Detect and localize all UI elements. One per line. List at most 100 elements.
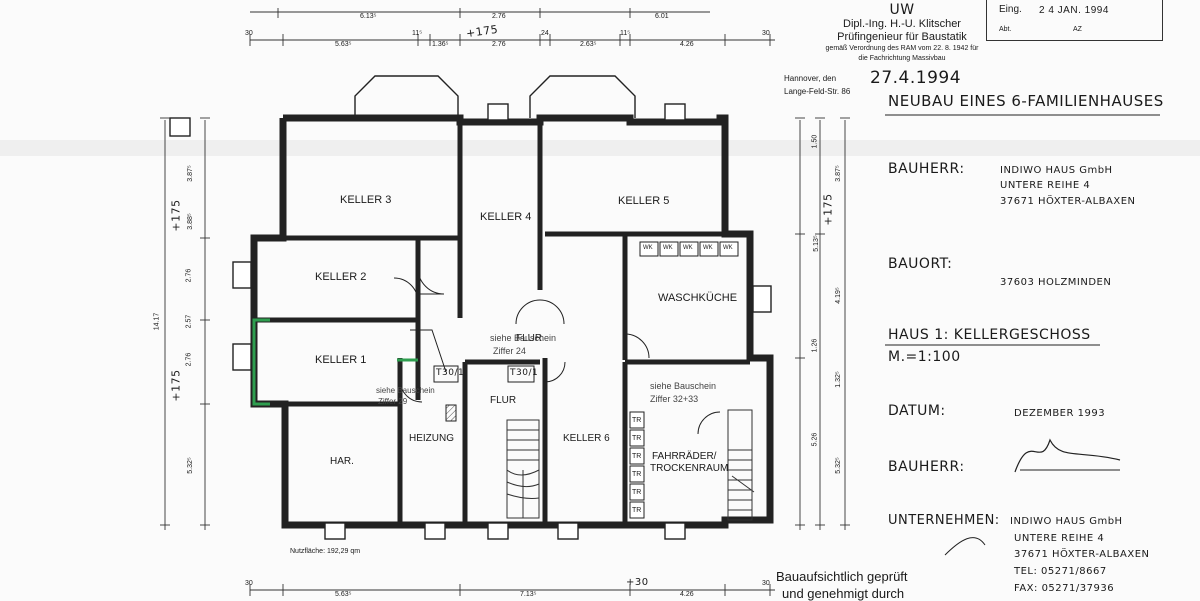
dim-top2: 5.63⁵ — [335, 41, 352, 48]
room-label-keller4: KELLER 4 — [480, 211, 532, 223]
dim-top2: 11⁵ — [620, 30, 631, 37]
wm-label: WK — [643, 245, 653, 251]
dimension-ticks — [160, 8, 850, 596]
bay-windows — [354, 75, 636, 118]
room-label-keller1: KELLER 1 — [315, 354, 367, 366]
dim-top2: 24 — [541, 30, 549, 37]
dim-right: 1.50 — [811, 134, 819, 149]
fire-door-markers — [433, 365, 535, 383]
title-block-lines — [885, 114, 1160, 556]
dim-handwritten-right: +175 — [821, 193, 835, 226]
room-label-trockenraum: TROCKENRAUM — [650, 463, 729, 474]
file-ref-label: AZ — [1073, 26, 1082, 33]
dim-right: 5.32⁵ — [834, 457, 842, 474]
rack-label: TR — [632, 489, 642, 496]
dim-bottom: 4.26 — [680, 591, 694, 598]
client-signature-label: BAUHERR: — [888, 459, 965, 475]
room-label-keller3: KELLER 3 — [340, 194, 392, 206]
received-date: 2 4 JAN. 1994 — [1039, 5, 1109, 16]
engineer-stamp: UW Dipl.-Ing. H.-U. Klitscher Prüfingeni… — [782, 0, 1082, 112]
rack-label: TR — [632, 507, 642, 514]
stamp-signature: UW — [889, 2, 915, 18]
project-title: NEUBAU EINES 6-FAMILIENHAUSES — [888, 92, 1164, 110]
ziffer-note-1: Ziffer 24 — [493, 346, 526, 356]
dim-left: 5.32⁵ — [186, 457, 194, 474]
dim-bottom: 5.63⁵ — [335, 591, 352, 598]
wm-label: WK — [703, 245, 713, 251]
client-line-1: INDIWO HAUS GmbH — [1000, 165, 1113, 176]
date-label: DATUM: — [888, 403, 946, 419]
dim-top2: 30 — [762, 30, 770, 37]
rack-label: TR — [632, 453, 642, 460]
dim-bottom: 7.13⁵ — [520, 591, 537, 598]
staircase — [506, 419, 540, 519]
bauschein-note-2: siehe Bauschein — [376, 386, 435, 395]
room-label-keller2: KELLER 2 — [315, 271, 367, 283]
dim-right: 3.87⁵ — [834, 165, 842, 182]
drawing-title: HAUS 1: KELLERGESCHOSS — [888, 327, 1091, 343]
room-label-fahrraeder: FAHRRÄDER/ — [652, 451, 717, 462]
site-label: BAUORT: — [888, 256, 953, 272]
stamp-street: Lange-Feld-Str. 86 — [784, 87, 851, 96]
fire-door-label-2: T30/1 — [510, 368, 539, 378]
stamp-name: Dipl.-Ing. H.-U. Klitscher — [843, 18, 961, 30]
interior-walls — [254, 122, 750, 525]
ziffer-note-3: Ziffer 32+33 — [650, 394, 699, 404]
approval-stamp-line-2: und genehmigt durch — [782, 586, 905, 601]
dim-right: 1.32⁵ — [834, 371, 842, 388]
contractor-phone: TEL: 05271/8667 — [1014, 566, 1107, 577]
dim-left: 2.76 — [185, 352, 193, 367]
dim-left: 3.88⁵ — [186, 213, 194, 230]
dim-handwritten-left: +175 — [169, 369, 183, 402]
client-line-3: 37671 HÖXTER-ALBAXEN — [1000, 196, 1136, 207]
stamp-line1: gemäß Verordnung des RAM vom 22. 8. 1942… — [825, 45, 979, 52]
drawing-scale: M.=1:100 — [888, 349, 961, 365]
dim-top: 6.13⁵ — [360, 13, 377, 20]
date-value: DEZEMBER 1993 — [1014, 408, 1106, 419]
stamp-date-handwritten: 27.4.1994 — [870, 68, 962, 88]
usable-area-note: Nutzfläche: 192,29 qm — [290, 548, 361, 555]
approval-stamp-line-1: Bauaufsichtlich geprüft — [776, 569, 908, 584]
room-label-flur-small: FLUR — [490, 395, 517, 406]
dim-top2: 2.63⁵ — [580, 41, 597, 48]
room-label-flur: FLUR — [516, 333, 543, 344]
dim-right: 1.26 — [811, 338, 819, 353]
dim-left: 2.76 — [185, 268, 193, 283]
rack-label: TR — [632, 417, 642, 424]
window-boxes — [169, 103, 772, 540]
contractor-line-2: UNTERE REIHE 4 — [1014, 533, 1105, 544]
room-label-waschkueche: WASCHKÜCHE — [658, 292, 738, 304]
contractor-fax: FAX: 05271/37936 — [1014, 583, 1115, 594]
dim-top2: 11⁵ — [412, 30, 423, 37]
exterior-staircase — [727, 409, 755, 521]
dim-bottom: 30 — [245, 580, 253, 587]
rack-boxes — [629, 411, 645, 519]
door-swings — [393, 267, 721, 435]
washing-machines — [639, 241, 739, 257]
dim-left: 3.87⁵ — [186, 165, 194, 182]
dim-top2: 30 — [245, 30, 253, 37]
room-label-har: HAR. — [330, 456, 354, 467]
scan-artifact — [0, 140, 1200, 156]
stamp-city: Hannover, den — [784, 74, 837, 83]
dim-handwritten-left: +175 — [169, 199, 183, 232]
room-label-heizung: HEIZUNG — [409, 433, 454, 444]
room-label-keller5: KELLER 5 — [618, 195, 670, 207]
dim-top2: 1.36⁵ — [432, 41, 449, 48]
dim-top: 6.01 — [655, 13, 669, 20]
contractor-line-3: 37671 HÖXTER-ALBAXEN — [1014, 549, 1150, 560]
outer-walls — [250, 114, 774, 529]
dimension-lines — [164, 11, 846, 591]
department-label: Abt. — [999, 26, 1012, 33]
stamp-line2: die Fachrichtung Massivbau — [858, 55, 946, 62]
site-value: 37603 HOLZMINDEN — [1000, 277, 1112, 288]
dim-bottom: 30 — [762, 580, 770, 587]
wm-label: WK — [663, 245, 673, 251]
dim-right: 5.26 — [811, 432, 819, 447]
dim-right: 5.13⁵ — [812, 235, 820, 252]
stamp-role: Prüfingenieur für Baustatik — [837, 31, 967, 43]
dim-top2: 2.76 — [492, 41, 506, 48]
dim-top2: 4.26 — [680, 41, 694, 48]
